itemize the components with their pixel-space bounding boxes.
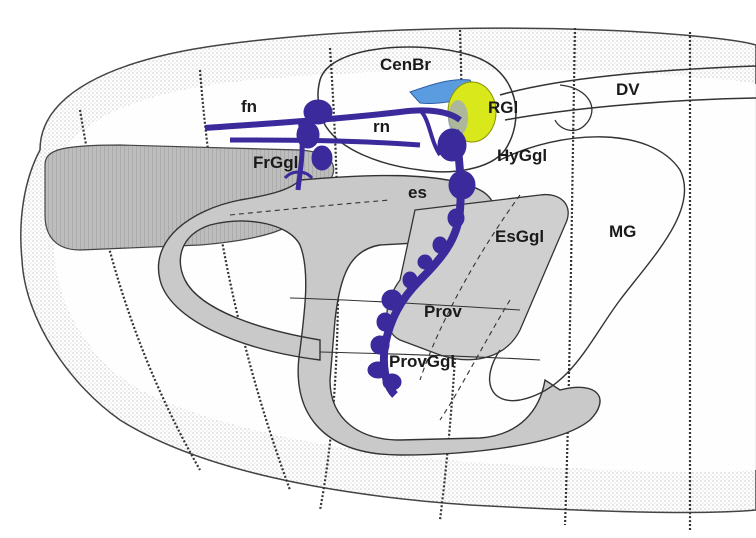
label-frggl: FrGgl xyxy=(253,153,298,173)
label-rgl: RGl xyxy=(488,98,518,118)
label-provggl: ProvGgl xyxy=(389,352,455,372)
label-cenbr: CenBr xyxy=(380,55,431,75)
label-esggl: EsGgl xyxy=(495,227,544,247)
label-dv: DV xyxy=(616,80,640,100)
label-prov: Prov xyxy=(424,302,462,322)
label-es: es xyxy=(408,183,427,203)
label-hyggl: HyGgl xyxy=(497,146,547,166)
label-fn: fn xyxy=(241,97,257,117)
label-rn: rn xyxy=(373,117,390,137)
label-mg: MG xyxy=(609,222,636,242)
